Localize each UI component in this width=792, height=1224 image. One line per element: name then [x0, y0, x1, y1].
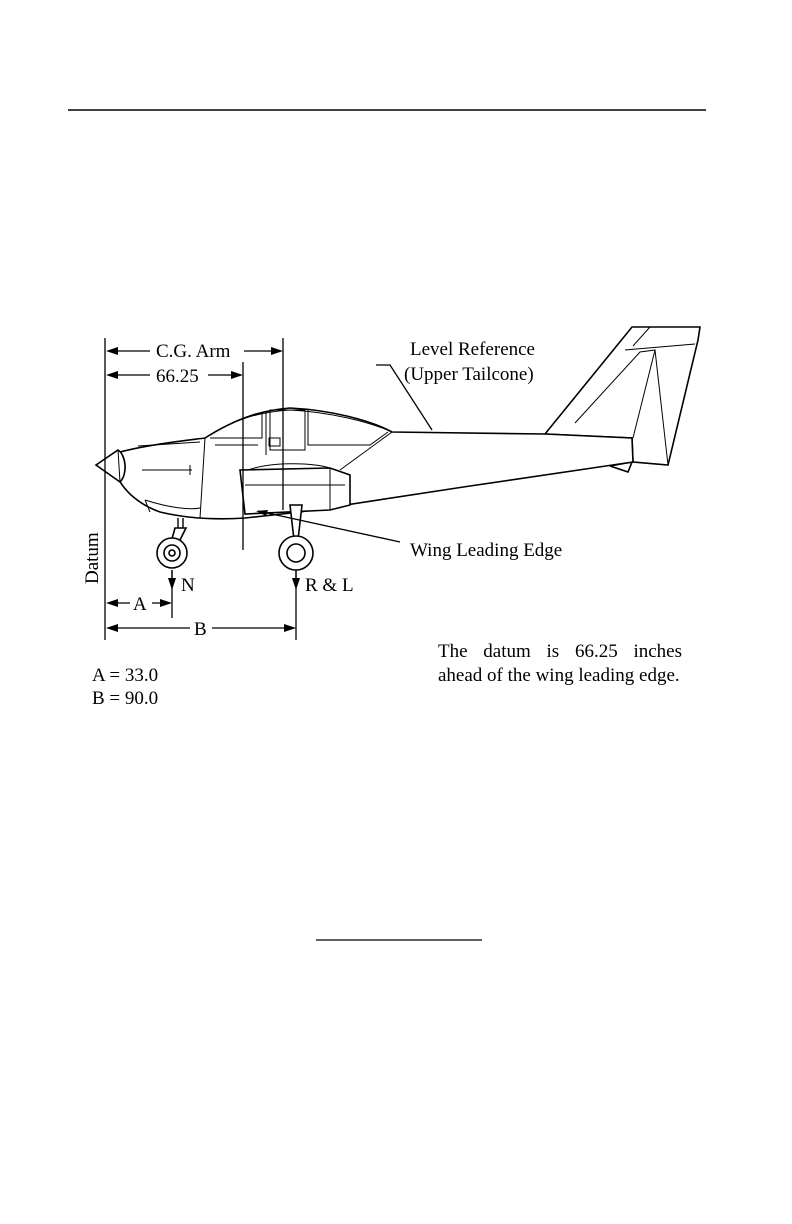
datum-label: Datum: [82, 532, 103, 584]
level-reference-label: Level Reference: [410, 339, 535, 360]
dim-b-label: B: [194, 619, 207, 640]
dim-a-value: A = 33.0: [92, 665, 158, 686]
datum-note: The datum is 66.25 inches ahead of the w…: [438, 640, 682, 688]
dim-b-value: B = 90.0: [92, 688, 158, 709]
main-wheels-label: R & L: [305, 575, 354, 596]
level-reference-sublabel: (Upper Tailcone): [404, 364, 534, 385]
dim-a-label: A: [133, 594, 147, 615]
cg-arm-label: C.G. Arm: [156, 341, 231, 362]
nose-wheel-label: N: [181, 575, 195, 596]
cg-arm-value: 66.25: [156, 366, 199, 387]
aircraft-drawing: [96, 327, 700, 570]
wing-leading-edge-label: Wing Leading Edge: [410, 540, 562, 561]
